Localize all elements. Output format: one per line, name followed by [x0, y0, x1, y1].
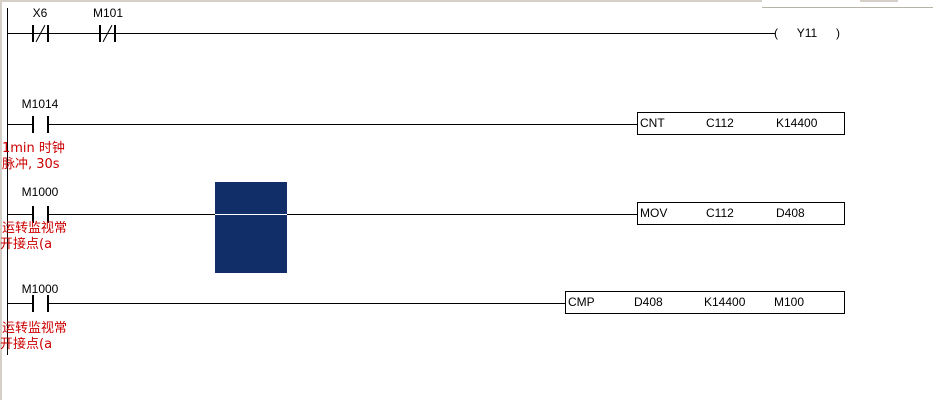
device-comment: 运转监视常: [2, 321, 68, 336]
wire-segment: [8, 33, 32, 34]
instruction-opcode: CMP: [568, 295, 595, 309]
instruction-operand: C112: [706, 116, 734, 130]
contact-bar: [32, 206, 34, 223]
contact-bar: [99, 25, 101, 42]
window-edge-top-right: [860, 0, 898, 2]
window-edge-top: [0, 0, 762, 2]
contact-bar: [47, 206, 49, 223]
edit-cursor-cell[interactable]: [215, 182, 287, 273]
instruction-opcode: CNT: [640, 116, 665, 130]
wire-segment: [8, 124, 32, 125]
no-contact-m1014[interactable]: [32, 116, 49, 133]
contact-bar: [32, 295, 34, 312]
contact-bar: [47, 295, 49, 312]
contact-bar: [32, 25, 34, 42]
instruction-operand: C112: [706, 206, 734, 220]
wire-segment: [49, 303, 565, 304]
instruction-box-cmp[interactable]: CMP D408 K14400 M100: [565, 291, 845, 314]
wire-segment: [8, 214, 32, 215]
nc-contact-m101[interactable]: [99, 24, 116, 43]
device-comment: 脉冲, 30s: [2, 157, 60, 172]
no-contact-m1000[interactable]: [32, 206, 49, 223]
instruction-operand: D408: [634, 295, 663, 309]
contact-bar: [32, 116, 34, 133]
instruction-operand: D408: [776, 206, 805, 220]
coil-paren-open: (: [774, 26, 778, 40]
contact-label: M101: [92, 6, 124, 20]
contact-label: X6: [32, 6, 48, 20]
window-edge-left: [0, 0, 2, 400]
wire-segment: [8, 303, 32, 304]
instruction-operand: M100: [774, 295, 805, 309]
contact-label: M1000: [21, 282, 59, 296]
device-comment: 运转监视常: [2, 221, 68, 236]
instruction-opcode: MOV: [640, 206, 668, 220]
contact-bar: [47, 116, 49, 133]
device-comment: 开接点(a: [0, 337, 53, 352]
instruction-operand: K14400: [704, 295, 746, 309]
instruction-operand: K14400: [776, 116, 818, 130]
wire-segment: [49, 214, 637, 215]
wire-segment: [116, 33, 775, 34]
coil-label: Y11: [796, 26, 818, 40]
contact-label: M1000: [21, 185, 59, 199]
device-comment: 1min 时钟: [2, 141, 65, 156]
wire-segment: [49, 33, 99, 34]
contact-bar: [114, 25, 116, 42]
no-contact-m1000[interactable]: [32, 295, 49, 312]
device-comment: 开接点(a: [0, 237, 53, 252]
instruction-box-cnt[interactable]: CNT C112 K14400: [637, 112, 845, 135]
left-power-rail: [7, 8, 8, 355]
nc-contact-x6[interactable]: [32, 24, 49, 43]
wire-segment: [49, 124, 637, 125]
instruction-box-mov[interactable]: MOV C112 D408: [637, 202, 845, 225]
contact-bar: [47, 25, 49, 42]
coil-paren-close: ): [836, 26, 840, 40]
cursor-wire-overlay: [215, 214, 287, 215]
output-coil-y11[interactable]: ( Y11 ): [774, 27, 840, 40]
scroll-area-corner: [762, 0, 933, 8]
contact-label: M1014: [21, 97, 59, 111]
